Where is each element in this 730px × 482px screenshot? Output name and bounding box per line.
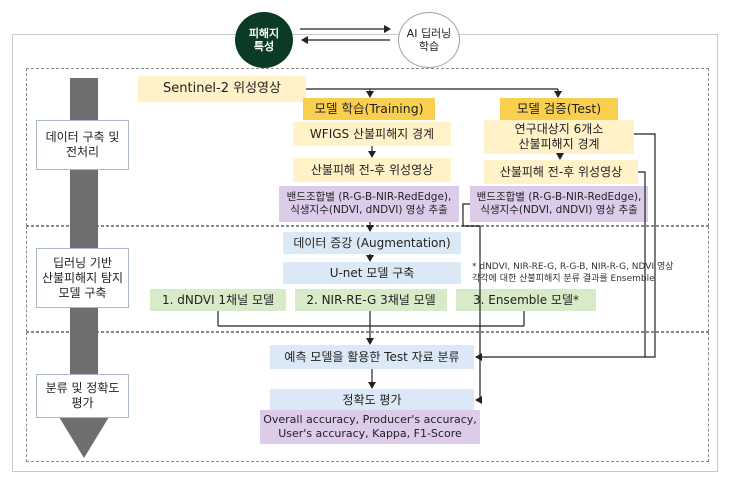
site-characteristics-label: 피해지 특성 <box>248 26 280 53</box>
classify-box-text: 예측 모델을 활용한 Test 자료 분류 <box>284 349 460 364</box>
stage-label-evaluation-text: 분류 및 정확도 평가 <box>45 381 120 410</box>
model1-box-text: 1. dNDVI 1채널 모델 <box>161 292 275 307</box>
classify-box: 예측 모델을 활용한 Test 자료 분류 <box>270 345 474 369</box>
study-area-box: 연구대상지 6개소 산불피해지 경계 <box>484 120 634 154</box>
pre-post-right-box: 산불피해 전-후 위성영상 <box>484 160 638 184</box>
sentinel-box-text: Sentinel-2 위성영상 <box>163 80 281 96</box>
model3-box-text: 3. Ensemble 모델* <box>472 292 579 307</box>
ai-learning-circle: AI 딥러닝 학습 <box>398 12 460 68</box>
wfigs-box-text: WFIGS 산불피해지 경계 <box>309 126 435 141</box>
model3-box: 3. Ensemble 모델* <box>456 289 596 311</box>
pre-post-left-box: 산불피해 전-후 위성영상 <box>293 158 451 182</box>
unet-box-text: U-net 모델 구축 <box>329 265 415 280</box>
model2-box: 2. NIR-RE-G 3채널 모델 <box>295 289 447 311</box>
ensemble-footnote: * dNDVI, NIR-RE-G, R-G-B, NIR-R-G, NDVI … <box>472 262 674 284</box>
outer-frame <box>12 34 718 472</box>
study-area-box-text: 연구대상지 6개소 산불피해지 경계 <box>514 122 604 151</box>
test-box: 모델 검증(Test) <box>500 98 618 120</box>
section-evaluation <box>26 332 709 462</box>
training-box-text: 모델 학습(Training) <box>314 101 424 117</box>
stage-label-evaluation: 분류 및 정확도 평가 <box>36 374 129 418</box>
stage-label-model-building: 딥러닝 기반 산불피해지 탐지 모델 구축 <box>36 248 129 308</box>
metrics-box: Overall accuracy, Producer's accuracy, U… <box>260 410 480 444</box>
bands-left-box: 밴드조합별 (R-G-B-NIR-RedEdge), 식생지수(NDVI, dN… <box>279 186 459 222</box>
accuracy-box-text: 정확도 평가 <box>342 392 402 407</box>
unet-box: U-net 모델 구축 <box>283 262 461 284</box>
wfigs-box: WFIGS 산불피해지 경계 <box>293 122 451 146</box>
pre-post-left-box-text: 산불피해 전-후 위성영상 <box>310 162 434 177</box>
prepost-to-classify <box>638 171 646 357</box>
bands-right-to-accuracy <box>462 203 482 404</box>
model2-box-text: 2. NIR-RE-G 3채널 모델 <box>306 292 436 307</box>
model1-box: 1. dNDVI 1채널 모델 <box>150 289 286 311</box>
pre-post-right-box-text: 산불피해 전-후 위성영상 <box>499 164 623 179</box>
ai-learning-label: AI 딥러닝 학습 <box>406 26 452 53</box>
site-characteristics-circle: 피해지 특성 <box>235 12 293 68</box>
bands-left-box-text: 밴드조합별 (R-G-B-NIR-RedEdge), 식생지수(NDVI, dN… <box>286 190 452 216</box>
metrics-box-text: Overall accuracy, Producer's accuracy, U… <box>263 413 477 440</box>
study-to-classify <box>475 133 656 361</box>
stage-label-preprocessing: 데이터 구축 및 전처리 <box>36 120 129 170</box>
bands-right-box-text: 밴드조합별 (R-G-B-NIR-RedEdge), 식생지수(NDVI, dN… <box>476 190 642 216</box>
training-box: 모델 학습(Training) <box>303 98 435 120</box>
accuracy-box: 정확도 평가 <box>270 389 474 411</box>
sentinel-box: Sentinel-2 위성영상 <box>138 76 306 102</box>
bands-right-box: 밴드조합별 (R-G-B-NIR-RedEdge), 식생지수(NDVI, dN… <box>470 186 648 222</box>
augmentation-box: 데이터 증강 (Augmentation) <box>283 232 461 254</box>
stage-label-model-building-text: 딥러닝 기반 산불피해지 탐지 모델 구축 <box>41 255 124 300</box>
stage-label-preprocessing-text: 데이터 구축 및 전처리 <box>45 130 120 159</box>
test-box-text: 모델 검증(Test) <box>516 101 602 117</box>
augmentation-box-text: 데이터 증강 (Augmentation) <box>293 235 451 250</box>
